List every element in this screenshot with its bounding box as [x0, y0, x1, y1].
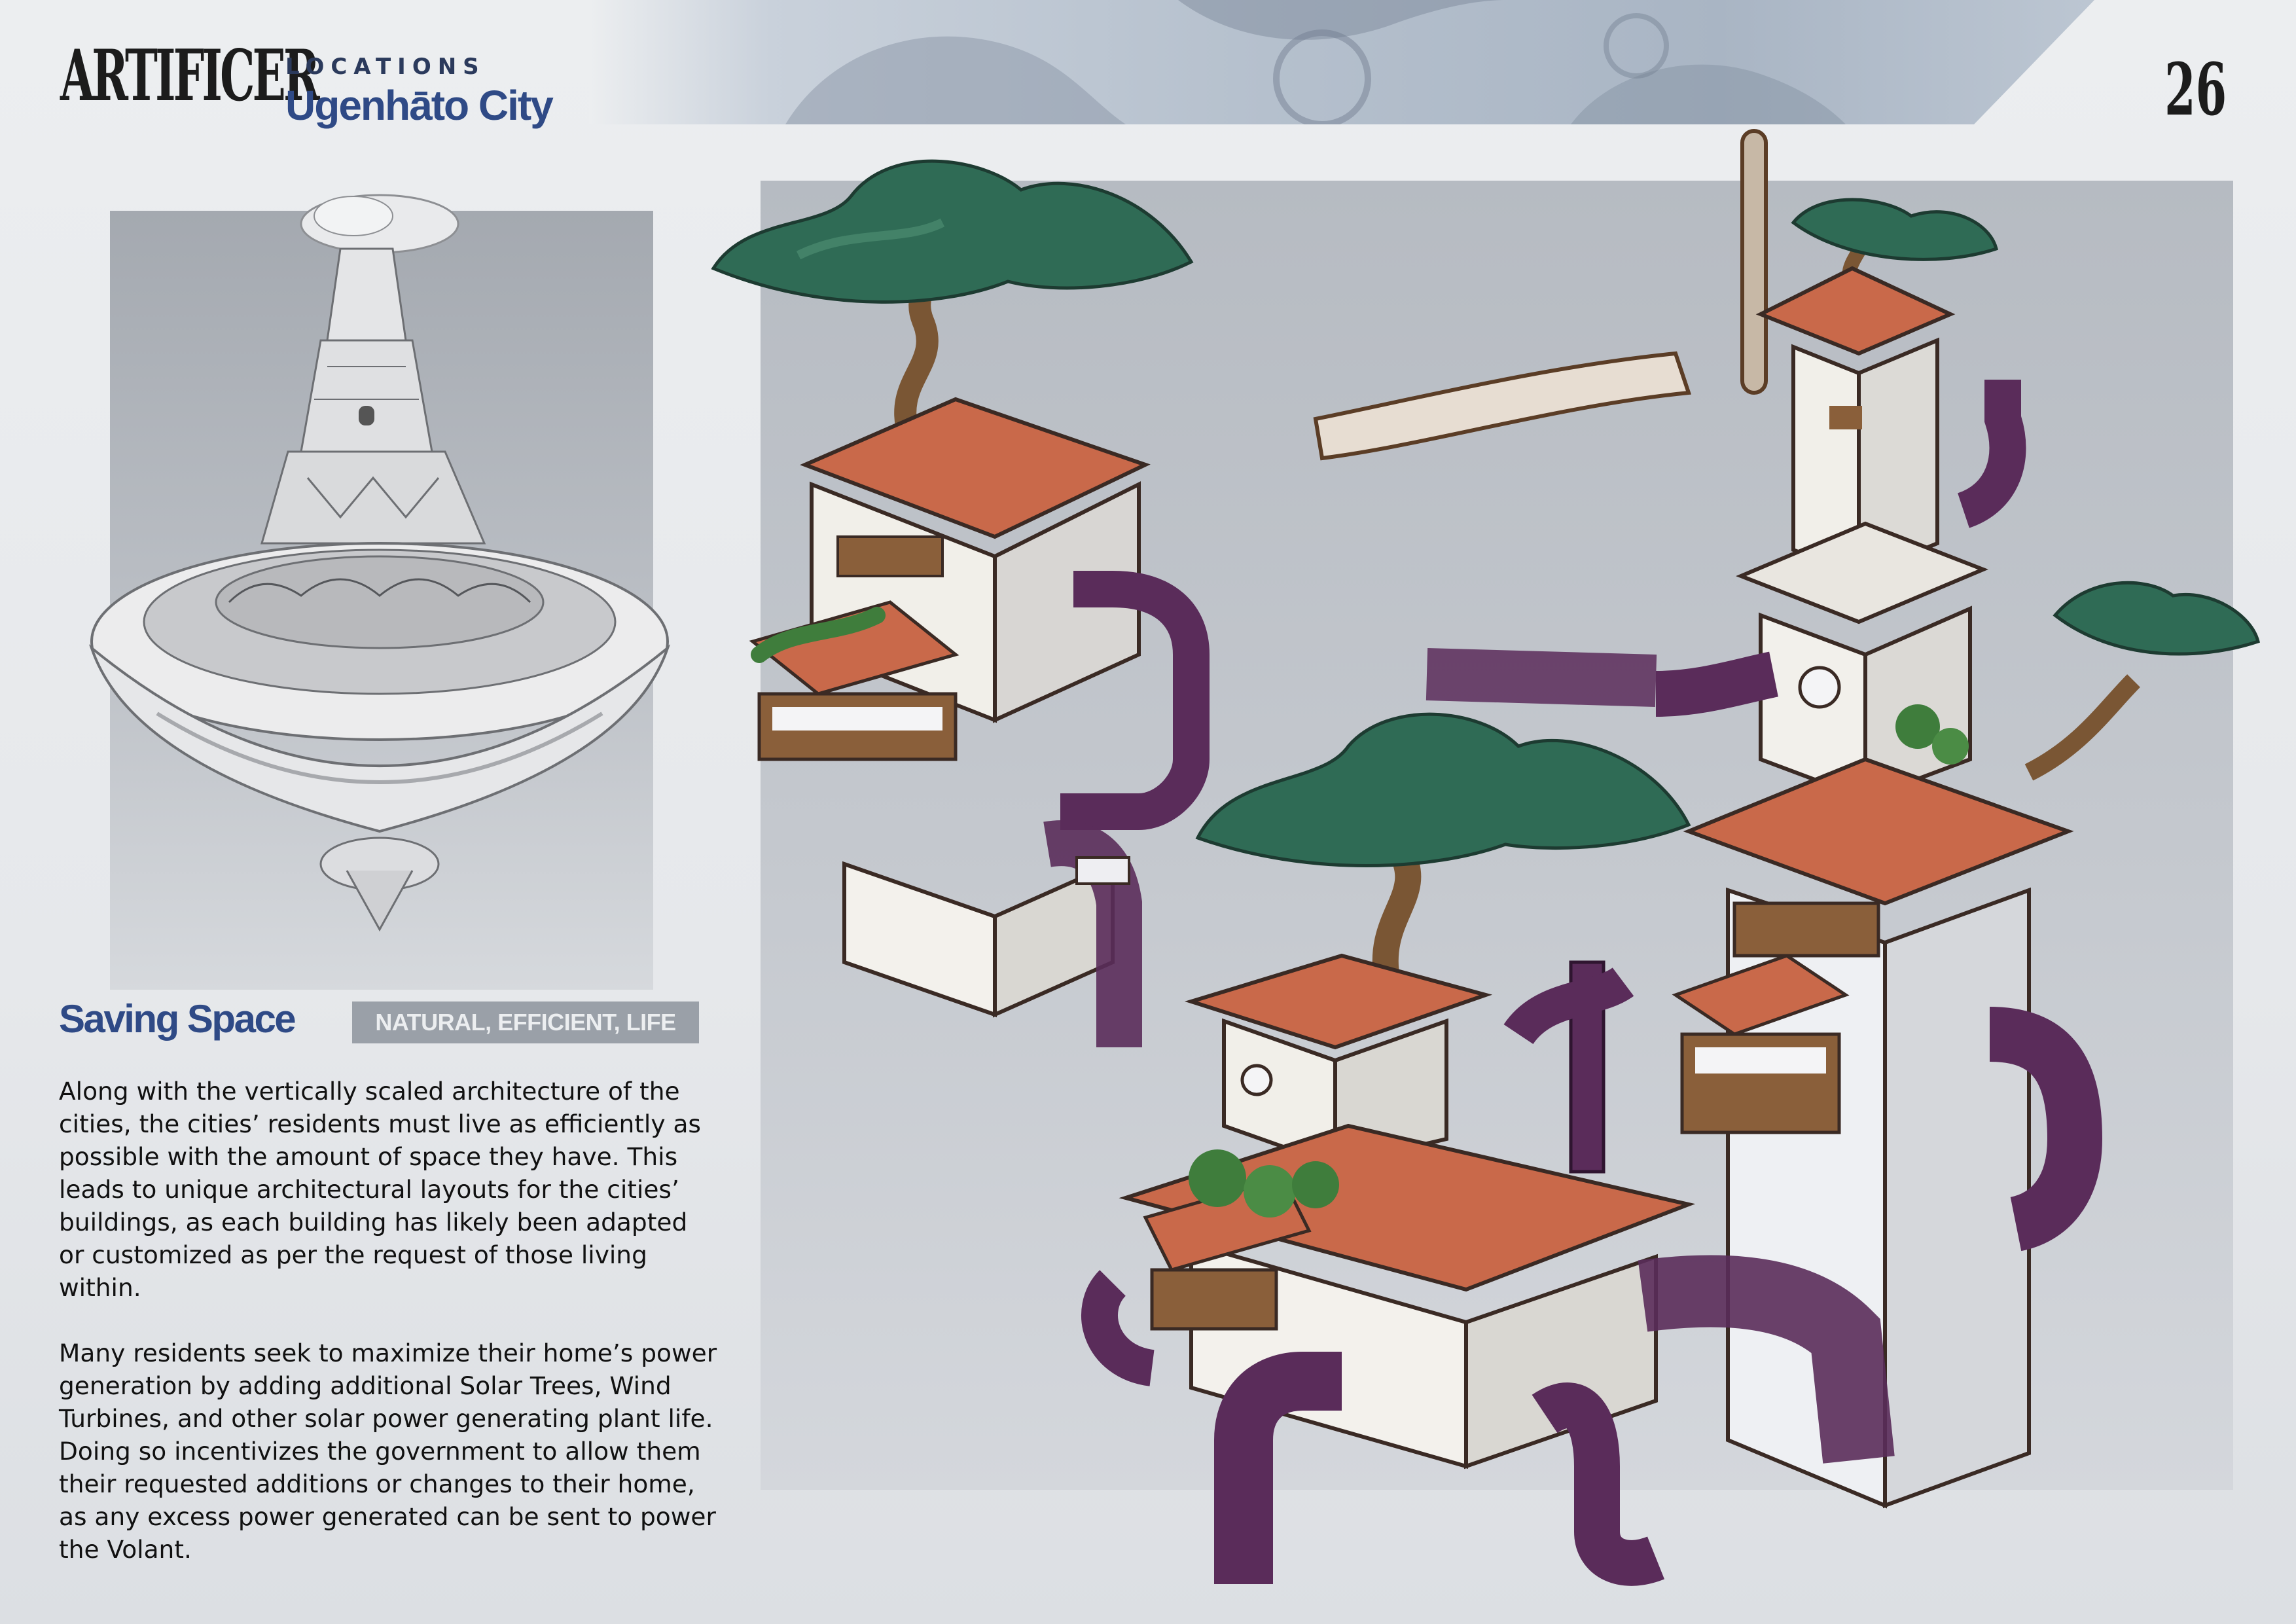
body-paragraph: Many residents seek to maximize their ho… — [59, 1339, 717, 1564]
building-center — [1081, 712, 1696, 1586]
page-title: Ugenhāto City — [285, 82, 554, 129]
header-banner-art — [589, 0, 2094, 124]
brand-logo: ARTIFICER — [60, 35, 320, 117]
tags-badge: NATURAL, EFFICIENT, LIFE — [352, 1001, 699, 1043]
building-left — [711, 159, 1210, 1047]
section-label: LOCATIONS — [285, 54, 486, 80]
building-illustration — [711, 129, 2260, 1586]
floating-city-sketch — [88, 194, 671, 932]
page-number: 26 — [2164, 47, 2227, 132]
building-right — [1313, 129, 2260, 1509]
banner-figure-illustration — [785, 0, 1846, 124]
section-subheading: Saving Space — [59, 997, 296, 1041]
body-paragraph: Along with the vertically scaled archite… — [59, 1077, 701, 1302]
